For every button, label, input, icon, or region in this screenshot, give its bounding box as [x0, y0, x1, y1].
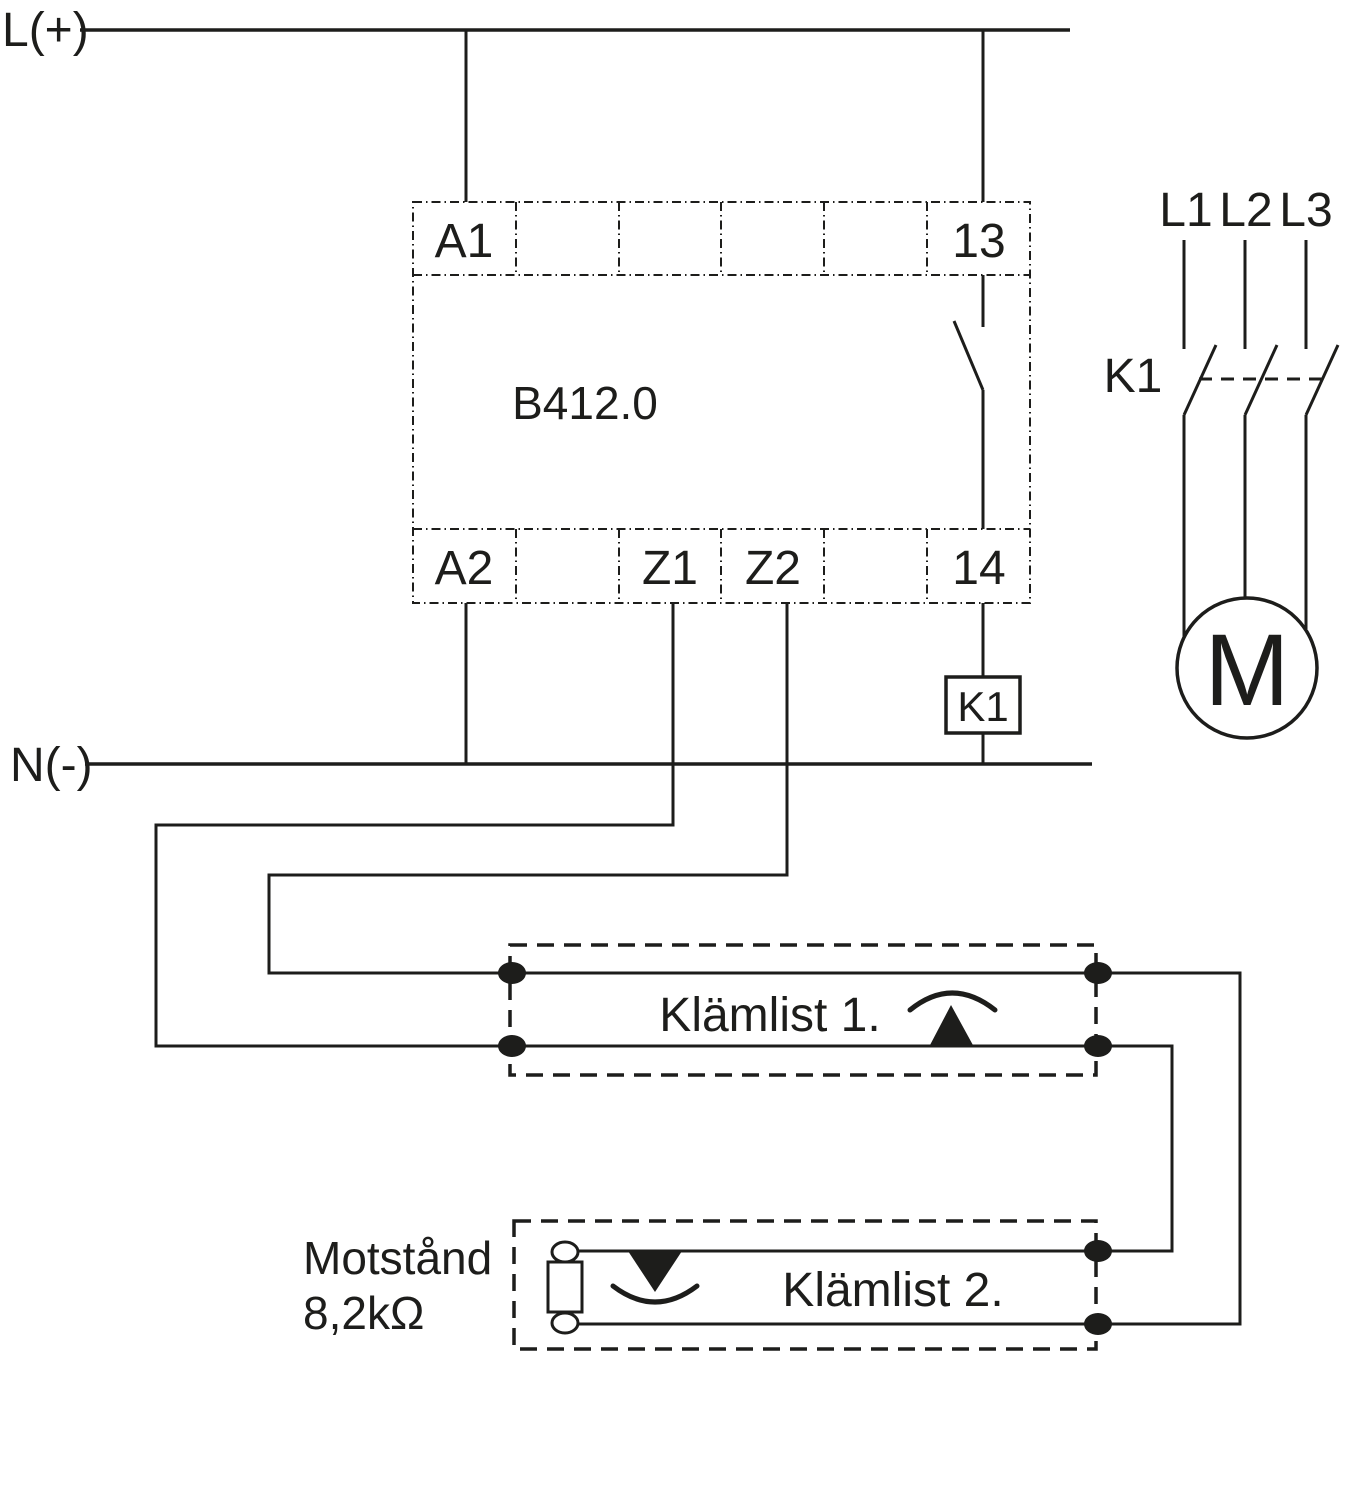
strip1-outline: [508, 943, 1098, 1077]
positive-rail-label: L(+): [2, 4, 89, 57]
terminal-label-a2: A2: [435, 542, 494, 595]
relay-terminal-cell-dividers: [515, 202, 928, 603]
normally-open-contact-icon: [952, 275, 985, 529]
contactor-k1: L1 L2 L3 K1: [1104, 184, 1340, 637]
strip1-terminal-dot-bottom-left: [498, 1035, 526, 1057]
strip1-terminal-dot-bottom-right: [1084, 1035, 1112, 1057]
terminal-strip-1: Klämlist 1.: [498, 943, 1242, 1326]
terminal-strip-2: Klämlist 2. Motstånd 8,2kΩ: [303, 1219, 1112, 1351]
motor-label: M: [1205, 613, 1290, 727]
coil-label: K1: [957, 683, 1008, 730]
shutter-up-icon: [907, 990, 998, 1047]
resistor-icon: [546, 1240, 584, 1335]
shutter-down-icon: [610, 1251, 700, 1305]
terminal-label-14: 14: [952, 542, 1005, 595]
phase-label-l3: L3: [1279, 184, 1332, 237]
terminal-label-a1: A1: [435, 215, 494, 268]
strip2-label: Klämlist 2.: [782, 1264, 1003, 1317]
negative-rail-label: N(-): [10, 739, 93, 792]
contactor-label: K1: [1104, 350, 1163, 403]
wire-strip1-top-to-strip2-bottom: [512, 971, 1242, 1326]
three-pole-contact-icon: [1182, 240, 1340, 637]
supply-rails: L(+) N(-): [2, 4, 1092, 792]
strip1-terminal-dot-top-left: [498, 962, 526, 984]
strip2-terminal-dot-bottom-right: [1084, 1313, 1112, 1335]
phase-label-l1: L1: [1159, 184, 1212, 237]
motor-circle-icon: [1175, 596, 1319, 740]
relay-b412: A1 13 A2 Z1 Z2 14 B412.0: [412, 201, 1031, 604]
resistor-value-label: 8,2kΩ: [303, 1287, 424, 1339]
contactor-coil: K1: [944, 675, 1022, 764]
strip1-terminal-dot-top-right: [1084, 962, 1112, 984]
terminal-label-z2: Z2: [745, 542, 801, 595]
terminal-label-z1: Z1: [642, 542, 698, 595]
wire-z1-to-strip1: [154, 603, 675, 1048]
relay-model-label: B412.0: [512, 377, 658, 429]
terminal-label-13: 13: [952, 215, 1005, 268]
strip2-terminal-dot-top-right: [1084, 1240, 1112, 1262]
relay-outline: [412, 201, 1031, 604]
wire-strip1-bottom-to-strip2-top: [512, 1044, 1174, 1253]
wire-z2-to-strip1: [267, 603, 789, 975]
motor-m: M: [1175, 596, 1319, 740]
resistor-name-label: Motstånd: [303, 1232, 492, 1284]
strip2-outline: [512, 1219, 1098, 1351]
strip1-label: Klämlist 1.: [659, 989, 880, 1042]
phase-label-l2: L2: [1219, 184, 1272, 237]
